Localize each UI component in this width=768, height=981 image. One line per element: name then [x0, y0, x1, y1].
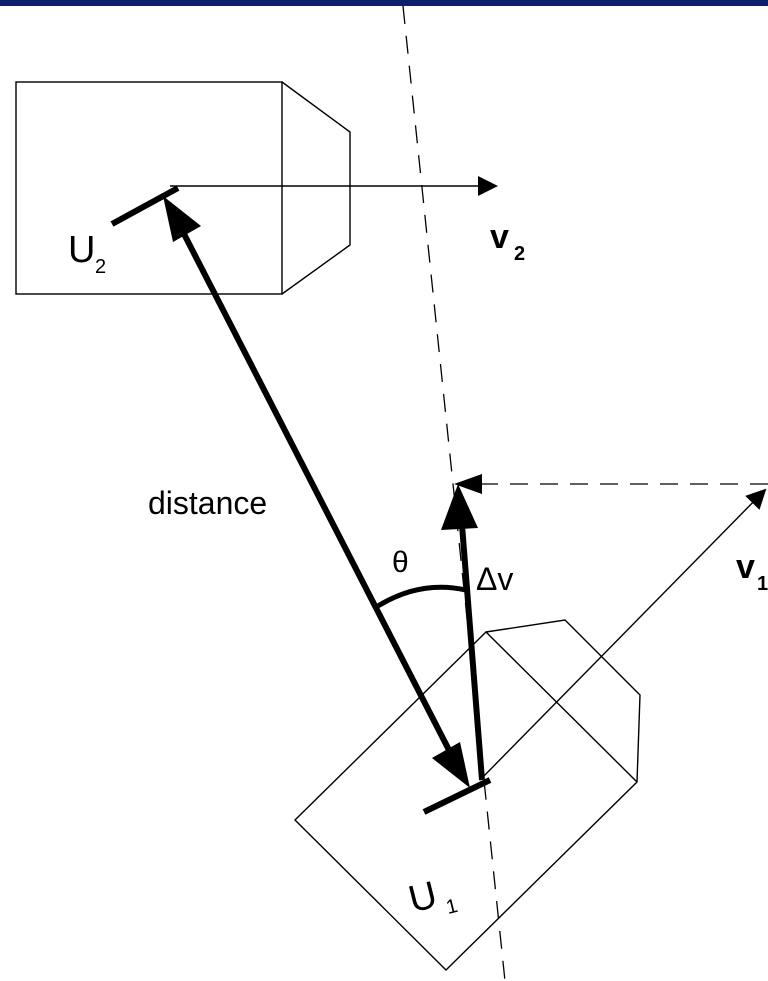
vehicle-u2 [15, 81, 351, 295]
u1-sensor-bar [422, 777, 492, 815]
v1-label: v [736, 548, 755, 586]
distance-label: distance [148, 485, 267, 521]
top-bar [0, 0, 768, 6]
delta-v-arrow [459, 524, 485, 781]
distance-arrowhead-bottom [432, 742, 470, 788]
u2-label: U [68, 229, 95, 271]
horizontal-arrowhead [454, 474, 482, 494]
u2-sensor-bar [110, 185, 180, 227]
u1-label: U [405, 874, 442, 921]
v1-velocity-arrow [479, 488, 767, 781]
v2-label-subscript: 2 [514, 243, 525, 265]
v2-label: v [490, 218, 509, 256]
delta-v-arrowhead [441, 484, 478, 530]
u1-label-subscript: 1 [444, 895, 460, 919]
v1-label-subscript: 1 [757, 573, 768, 595]
vehicle-u1 [294, 619, 641, 971]
distance-arrow [180, 230, 453, 754]
theta-label: θ [392, 546, 409, 579]
reference-dashed-line [402, 5, 506, 981]
u2-label-subscript: 2 [95, 256, 106, 278]
distance-arrowhead-top [163, 196, 201, 242]
theta-arc [376, 584, 467, 609]
delta-v-label: Δv [476, 561, 513, 597]
